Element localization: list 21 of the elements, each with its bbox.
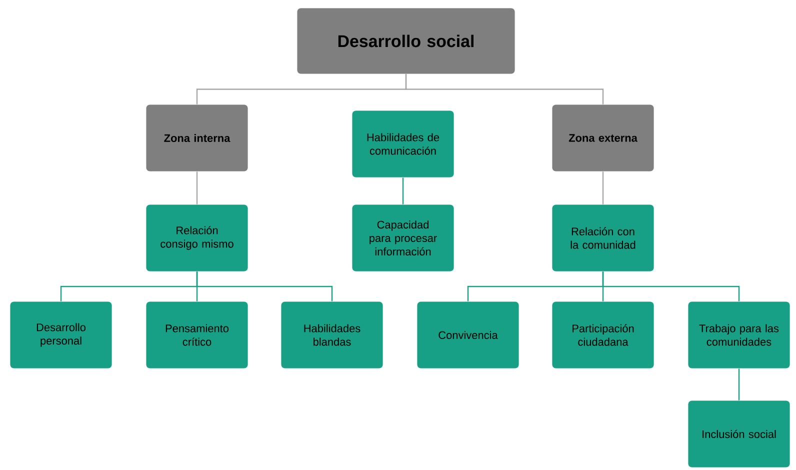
- concept-box: Relación consigo mismo: [146, 204, 248, 272]
- concept-box: Inclusión social: [688, 400, 790, 468]
- concept-box: Desarrollo personal: [10, 301, 112, 369]
- connector-line: [196, 172, 198, 204]
- category-box: Zona interna: [146, 104, 248, 172]
- concept-box: Convivencia: [416, 301, 520, 369]
- category-box: Zona externa: [552, 104, 654, 172]
- connector-line: [402, 178, 404, 204]
- title-box: Desarrollo social: [296, 8, 516, 74]
- connector-line: [602, 272, 740, 302]
- concept-box: Habilidades de comunicación: [352, 110, 454, 178]
- connector-line: [196, 272, 333, 302]
- connector-line: [405, 74, 604, 104]
- concept-box: Pensamiento crítico: [146, 301, 248, 369]
- connector-line: [738, 368, 740, 400]
- concept-box: Habilidades blandas: [280, 301, 384, 369]
- concept-box: Trabajo para las comunidades: [688, 301, 790, 369]
- connector-line: [602, 172, 604, 204]
- concept-box: Relación con la comunidad: [552, 204, 654, 272]
- concept-box: Participación ciudadana: [552, 301, 654, 369]
- concept-box: Capacidad para procesar información: [352, 204, 454, 272]
